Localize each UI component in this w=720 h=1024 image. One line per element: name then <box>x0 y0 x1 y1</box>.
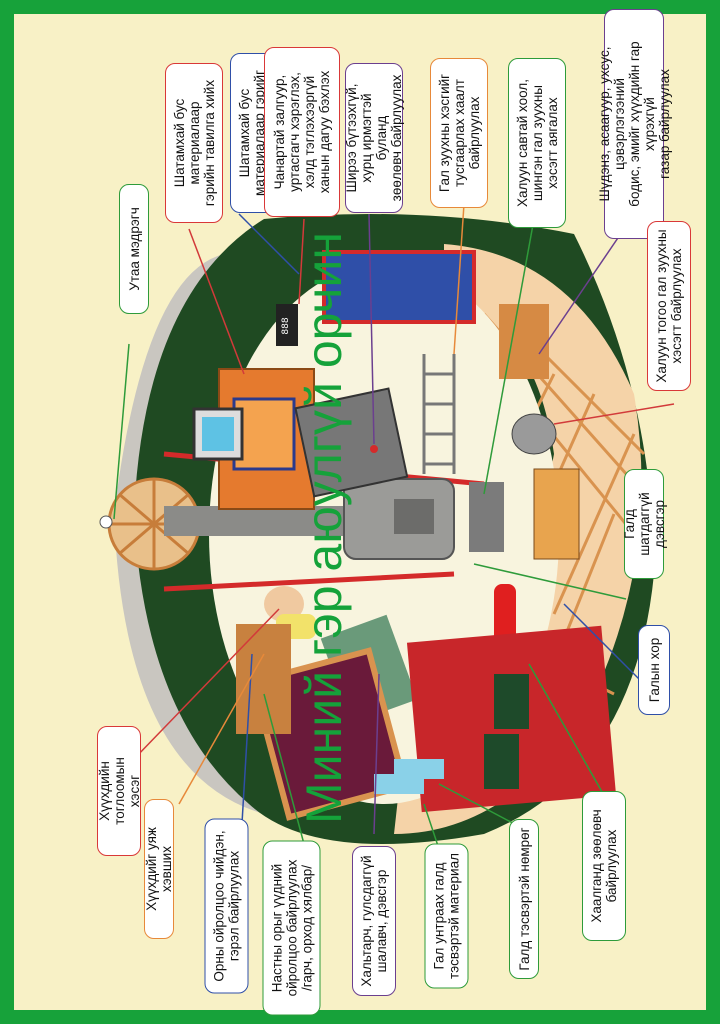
label-fireproof-material: Гал унтраах галд тэсвэртэй материал <box>424 843 469 989</box>
label-hot-items: Халуун тогоо гал зуухны хэсэгт байрлуула… <box>647 221 691 391</box>
wall-rug <box>322 250 476 324</box>
table <box>294 387 409 498</box>
label-fireproof-floor: Галд шатдаггүй дэвсгэр <box>622 469 667 579</box>
pot-icon <box>511 413 557 455</box>
first-aid-icon <box>533 468 580 560</box>
label-smoke-detector: Утаа мэдрэгч <box>119 184 149 314</box>
fire-extinguisher-icon <box>494 584 516 644</box>
bed <box>236 624 291 734</box>
label-bed-lamp: Орны ойролцоо чийдэн, гэрэл байрлуулах <box>204 818 249 994</box>
label-rugs: Хальтарч, гулсдаггүй шалавч, дэвсгэр <box>352 846 396 996</box>
label-blanket: Галд тэсвэртэй нөмрөг <box>509 819 539 979</box>
label-table: Ширээ бүтээхгүй, хурц ирмэгтэй буланд зө… <box>344 63 404 213</box>
label-door: Хаалганд зөөлөвч байрлуулах <box>582 791 626 941</box>
poster-title: Миний гэр аюулгүй орчин <box>296 232 352 824</box>
label-sockets: Чанартай залгуур, уртасгагч хэрэглэх, хэ… <box>264 47 340 217</box>
label-furniture-material: Шатамхай бус материалаар гэрийн тавилга … <box>165 63 223 223</box>
stove-guard <box>469 482 504 552</box>
smoke-detector-icon <box>99 515 113 529</box>
label-extinguisher: Галын хор <box>638 625 670 715</box>
label-stove-guard: Гал зуухны хэсгийг тусгаарлах хаалт байр… <box>430 58 488 208</box>
clock-display: 888 <box>281 317 291 334</box>
label-child-restraint: Хүүхдийг уяж хэвших <box>144 799 174 939</box>
stove-pipe <box>164 506 374 536</box>
clock-icon <box>276 304 298 346</box>
yurt-illustration: 888 <box>99 203 675 875</box>
label-matches: Шүдэнз, асаагуур, ухсус, цэвэрлэгээний б… <box>597 9 672 239</box>
label-elder-bed: Настны орыг үүдний ойролцоо байрлуулах /… <box>262 840 321 1016</box>
poster-panel: 888 <box>14 9 706 1016</box>
baby-icon <box>264 586 304 622</box>
label-child-play-area: Хүүхдийн тоглоомын хэсэг <box>97 726 142 856</box>
label-hot-pot: Халуун савтай хоол, шингэн гал зуухны хэ… <box>508 58 566 228</box>
stair-rack <box>422 354 456 474</box>
